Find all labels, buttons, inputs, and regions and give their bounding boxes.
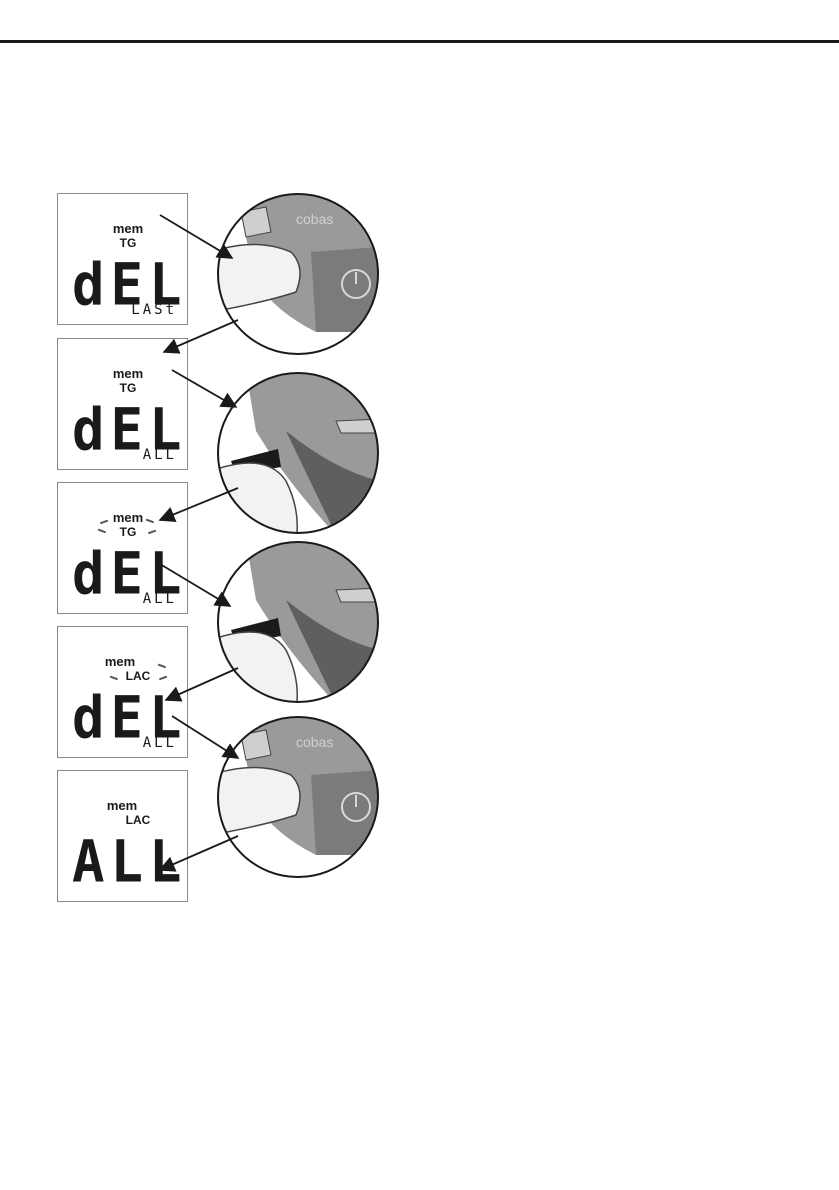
arrow-icon: [160, 215, 232, 258]
arrow-icon: [172, 370, 236, 407]
arrow-icon: [160, 488, 238, 520]
arrow-icon: [164, 320, 238, 352]
arrow-icon: [166, 668, 238, 700]
arrow-icon: [160, 564, 230, 606]
arrow-icon: [172, 716, 238, 758]
arrow-icon: [160, 836, 238, 870]
